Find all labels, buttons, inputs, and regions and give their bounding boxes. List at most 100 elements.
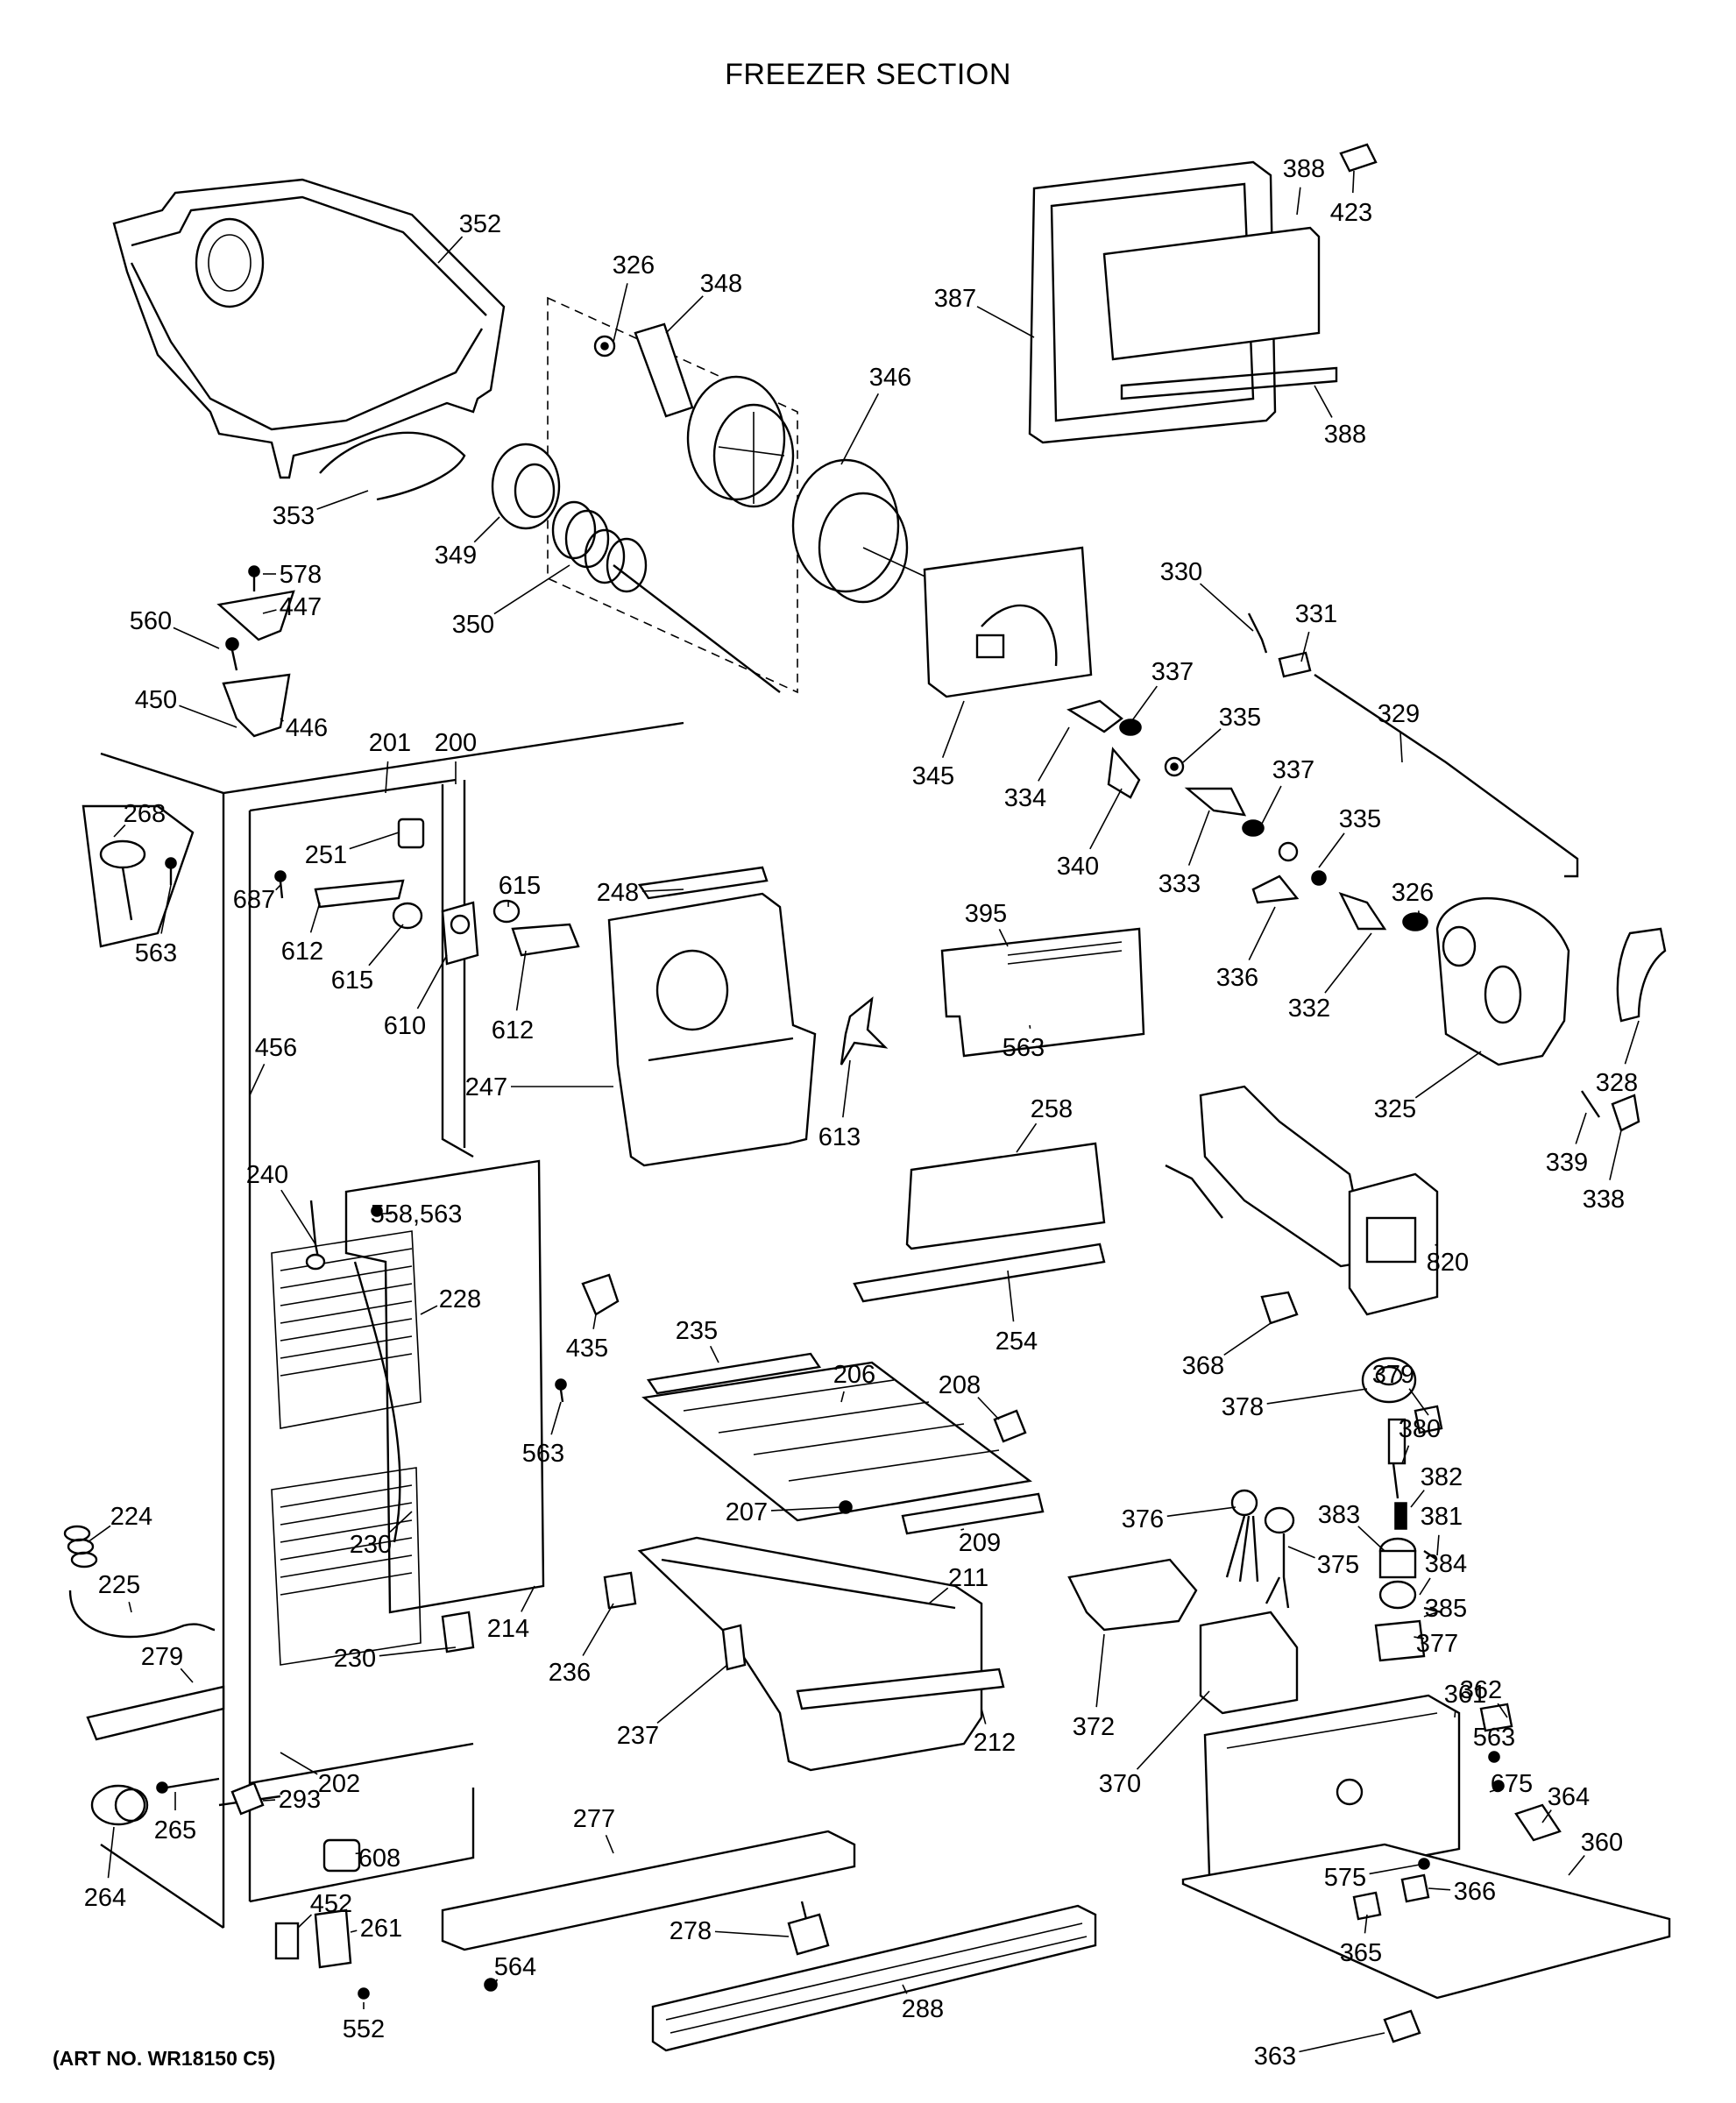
callout-leader <box>87 1525 111 1543</box>
callout-leader <box>605 1834 614 1854</box>
callout-leader <box>309 902 321 933</box>
callout-label: 261 <box>360 1915 402 1943</box>
part-bushing-615-b <box>492 899 521 924</box>
part-drain-tube-225 <box>68 1590 216 1639</box>
part-fan-shroud-247 <box>607 866 817 1167</box>
part-spring-224 <box>63 1525 98 1568</box>
callout-leader <box>420 1305 438 1315</box>
part-dashed-plate <box>547 296 798 694</box>
callout-leader <box>582 1603 614 1656</box>
callout-leader <box>1364 1914 1368 1934</box>
part-screw-382 <box>1392 1462 1399 1499</box>
callout-leader <box>1266 1388 1368 1405</box>
part-cap-264 <box>90 1784 149 1826</box>
callout-label: 675 <box>1491 1770 1533 1798</box>
callout-label: 328 <box>1596 1069 1638 1097</box>
callout-leader <box>521 1585 535 1612</box>
part-cable-376 <box>1225 1489 1259 1583</box>
part-drum-346-b <box>791 458 930 604</box>
callout-label: 230 <box>334 1645 376 1673</box>
callout-label: 325 <box>1374 1095 1416 1123</box>
callout-label: 331 <box>1295 600 1337 628</box>
part-fan-blade-613 <box>840 996 889 1066</box>
part-clip-348 <box>634 322 694 418</box>
part-screw-564 <box>484 1978 498 1992</box>
callout-label: 247 <box>465 1073 507 1101</box>
diagram-title: FREEZER SECTION <box>725 58 1011 91</box>
part-rail-235 <box>646 1352 822 1395</box>
callout-leader <box>1428 1887 1451 1891</box>
part-freezer-liner-456 <box>100 721 684 1929</box>
callout-label: 446 <box>286 714 328 742</box>
callout-label: 452 <box>310 1890 352 1918</box>
part-cam-332 <box>1338 891 1387 931</box>
callout-label: 349 <box>435 542 477 570</box>
callout-leader <box>998 929 1009 947</box>
part-screw-563-a <box>165 857 177 885</box>
callout-label: 345 <box>912 762 954 790</box>
callout-label: 360 <box>1581 1829 1623 1857</box>
callout-leader <box>665 295 704 334</box>
callout-label: 578 <box>280 561 322 589</box>
callout-leader <box>981 1708 987 1724</box>
part-foot-363 <box>1383 2009 1421 2043</box>
callout-leader <box>1130 685 1158 724</box>
part-channel-254 <box>853 1243 1106 1303</box>
part-bracket-368 <box>1260 1291 1299 1325</box>
callout-label: 552 <box>343 2015 385 2043</box>
part-motor-housing-325 <box>1435 896 1570 1066</box>
callout-leader <box>275 884 281 891</box>
part-washer-335-c <box>1311 870 1327 886</box>
callout-label: 214 <box>487 1615 529 1643</box>
part-drive-hub-349 <box>491 443 561 530</box>
callout-label: 366 <box>1454 1878 1496 1906</box>
callout-leader <box>1417 910 1421 921</box>
callout-label: 337 <box>1151 658 1194 686</box>
callout-leader <box>180 1668 194 1683</box>
part-clip-230 <box>441 1611 475 1653</box>
part-screw-563-b <box>555 1378 567 1403</box>
callout-leader <box>280 1189 316 1245</box>
callout-leader <box>1419 1577 1431 1596</box>
callout-label: 340 <box>1057 853 1099 881</box>
callout-leader <box>1454 1711 1456 1718</box>
callout-leader <box>960 1528 965 1531</box>
callout-leader <box>976 306 1035 338</box>
callout-label: 563 <box>1473 1724 1515 1752</box>
callout-label: 326 <box>613 251 655 280</box>
part-auger-350 <box>551 500 781 693</box>
callout-leader <box>262 1799 276 1802</box>
callout-leader <box>349 832 400 850</box>
part-hinge-261 <box>314 1908 352 1969</box>
part-linkage-330 <box>1247 612 1268 654</box>
callout-label: 384 <box>1425 1550 1467 1578</box>
part-spring-337 <box>1119 719 1142 736</box>
callout-leader <box>1624 1020 1640 1065</box>
callout-label: 395 <box>965 900 1007 928</box>
callout-leader <box>941 700 965 758</box>
callout-label: 447 <box>280 593 322 621</box>
callout-label: 326 <box>1392 879 1434 907</box>
part-cable-375 <box>1264 1506 1295 1609</box>
callout-leader <box>473 516 500 543</box>
callout-leader <box>1182 728 1222 763</box>
callout-leader <box>1016 1122 1038 1153</box>
callout-leader <box>1261 785 1282 825</box>
callout-leader <box>1435 1243 1438 1246</box>
part-cylinder-383 <box>1378 1537 1417 1579</box>
callout-label: 212 <box>974 1729 1016 1757</box>
part-cam-340 <box>1107 747 1141 799</box>
part-fan-motor-610 <box>441 901 479 966</box>
part-bracket-612-b <box>511 923 580 957</box>
callout-label: 560 <box>130 607 172 635</box>
callout-label: 687 <box>233 886 275 914</box>
callout-label: 330 <box>1160 558 1202 586</box>
callout-leader <box>173 627 220 649</box>
callout-label: 333 <box>1159 870 1201 898</box>
callout-leader <box>1095 1633 1105 1708</box>
part-cap-423 <box>1339 143 1378 173</box>
part-clip-208 <box>993 1409 1027 1443</box>
callout-label: 279 <box>141 1643 183 1671</box>
